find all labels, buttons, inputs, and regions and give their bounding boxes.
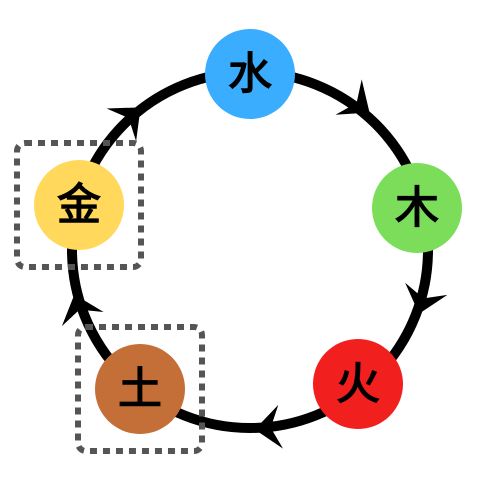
arrow-fire-to-earth <box>254 404 283 449</box>
node-wood-label: 木 <box>395 183 439 234</box>
cycle-arrows <box>61 79 448 449</box>
arrow-earth-to-metal <box>61 294 104 327</box>
node-metal-label: 金 <box>56 180 102 231</box>
node-wood: 木 <box>372 163 462 253</box>
node-earth-label: 土 <box>118 364 162 415</box>
arrow-water-to-wood <box>335 79 370 115</box>
node-metal: 金 <box>34 160 124 250</box>
node-metal-circle <box>34 160 124 250</box>
node-earth: 土 <box>95 344 185 434</box>
highlight-box-earth <box>75 324 205 454</box>
node-earth-circle <box>95 344 185 434</box>
highlight-box-metal <box>14 140 144 270</box>
node-fire: 火 <box>313 339 403 429</box>
node-water-circle <box>205 29 295 119</box>
highlight-boxes <box>14 140 205 454</box>
arrow-metal-to-water <box>106 107 141 142</box>
node-wood-circle <box>372 163 462 253</box>
arrow-wood-to-fire <box>405 282 448 314</box>
node-fire-label: 火 <box>336 359 380 410</box>
node-water: 水 <box>205 29 295 119</box>
node-fire-circle <box>313 339 403 429</box>
node-water-label: 水 <box>228 49 273 100</box>
